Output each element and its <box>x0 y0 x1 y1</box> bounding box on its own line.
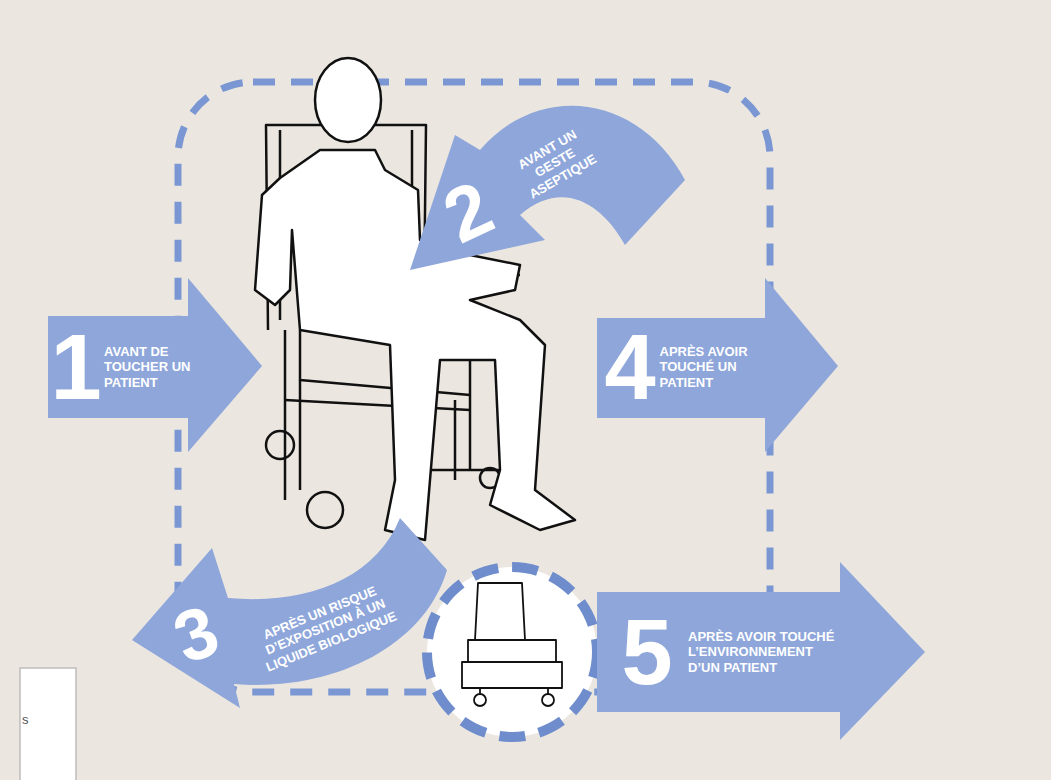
arrow-fill <box>48 278 262 452</box>
side-note: s <box>22 712 29 727</box>
moment-number: 4 <box>604 321 655 413</box>
moment-label: APRÈS AVOIR TOUCHÉ L’ENVIRONNEMENT D’UN … <box>688 629 838 675</box>
moment-arrow: 5 APRÈS AVOIR TOUCHÉ L’ENVIRONNEMENT D’UN… <box>590 555 930 745</box>
arrow-fill <box>410 106 685 270</box>
moment-arrow: 1AVANT DE TOUCHER UN PATIENT <box>40 270 270 460</box>
arrow-fill <box>597 562 925 740</box>
moment-number: 1 <box>50 321 101 413</box>
side-panel <box>20 668 76 780</box>
moment-arrow: 2AVANT UN GESTE ASEPTIQUE <box>395 80 695 290</box>
moment-arrow: 3APRÈS UN RISQUE D’EXPOSITION À UN LIQUI… <box>125 510 455 715</box>
moment-arrow: 4APRÈS AVOIR TOUCHÉ UN PATIENT <box>590 270 845 460</box>
environment-circle <box>427 567 597 737</box>
moment-number: 5 <box>621 606 672 698</box>
environment-chair <box>462 583 562 706</box>
arrow-fill <box>132 518 447 708</box>
moment-label: AVANT DE TOUCHER UN PATIENT <box>104 344 204 390</box>
arrow-fill <box>597 278 838 452</box>
moment-label: APRÈS AVOIR TOUCHÉ UN PATIENT <box>660 344 765 390</box>
